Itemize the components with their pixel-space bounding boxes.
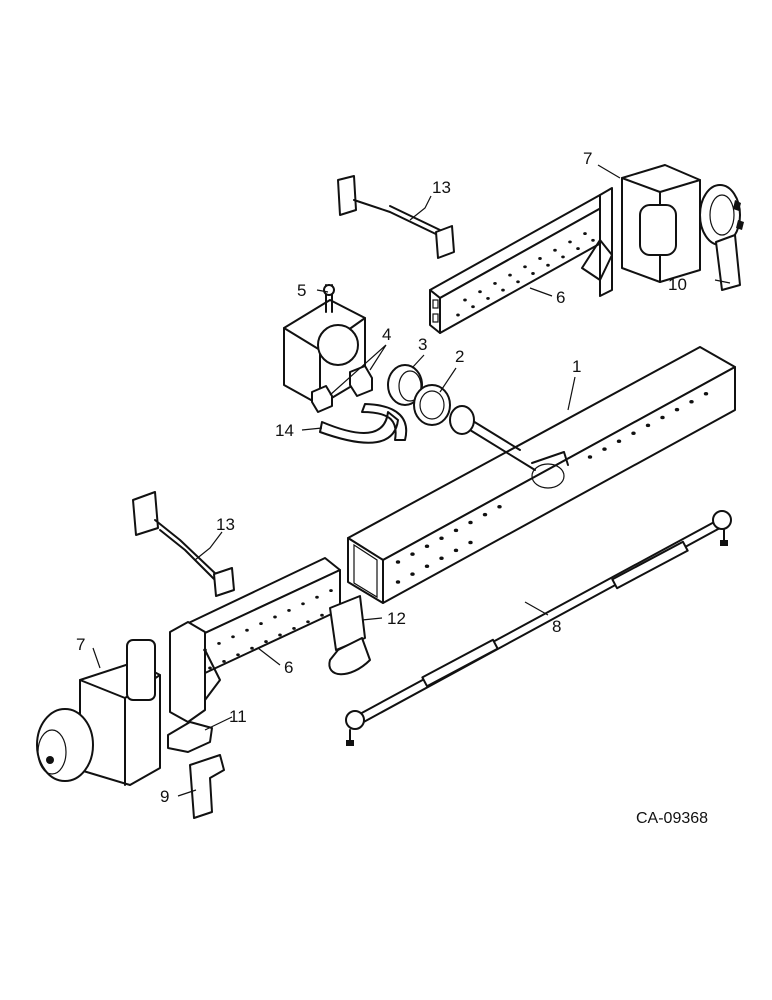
bolt-hole: [203, 648, 207, 652]
bolt-hole: [674, 407, 680, 412]
bolt-hole: [424, 564, 430, 568]
callout-9: 9: [160, 787, 169, 806]
bracket-11: [167, 721, 213, 753]
bolt-hole: [703, 392, 709, 396]
wheel-hub-lower: [36, 639, 161, 786]
bracket-10: [715, 234, 741, 291]
bolt-hole: [587, 455, 593, 459]
bolt-hole: [320, 613, 324, 617]
bolt-hole: [329, 589, 333, 593]
callout-7-lower: 7: [76, 635, 85, 654]
bolt-hole: [553, 248, 557, 252]
bolt-hole: [561, 255, 565, 259]
callout-4: 4: [382, 325, 391, 344]
bolt-hole: [456, 313, 460, 317]
callout-11: 11: [229, 707, 247, 726]
bolt-hole: [631, 431, 636, 436]
callout-10: 10: [668, 275, 687, 294]
reference-code: CA-09368: [636, 810, 708, 827]
bolt-hole: [236, 653, 240, 657]
bolt-hole: [546, 263, 550, 267]
bolt-hole: [482, 512, 488, 517]
bolt-hole: [471, 305, 475, 309]
bolt-hole: [493, 281, 497, 285]
bolt-hole: [208, 666, 212, 670]
pivot-bracket: [283, 284, 366, 406]
callout-5: 5: [297, 281, 306, 300]
bolt-hole: [583, 232, 587, 236]
bolt-hole: [287, 608, 291, 612]
steering-arm-lower: [132, 491, 235, 597]
callout-13-lower: 13: [216, 515, 235, 534]
bolt-hole: [439, 556, 444, 561]
main-axle-beam: [347, 346, 736, 604]
callout-6-lower: 6: [284, 658, 293, 677]
bracket-12: [328, 595, 371, 676]
bolt-hole: [410, 572, 415, 576]
strap-14: [319, 403, 408, 444]
bushing-and-seal: [387, 364, 451, 426]
wear-blocks: [311, 365, 373, 413]
bolt-hole: [424, 544, 430, 548]
bolt-hole: [576, 247, 580, 251]
bolt-hole: [278, 633, 282, 637]
bolt-hole: [453, 548, 459, 553]
bolt-hole: [497, 504, 502, 509]
bolt-hole: [231, 635, 235, 639]
bolt-hole: [501, 288, 505, 292]
bolt-hole: [660, 415, 665, 420]
wheel-hub-upper: [621, 164, 744, 283]
bolt-hole: [463, 298, 467, 302]
bolt-hole: [273, 615, 277, 619]
bolt-hole: [301, 602, 305, 606]
bolt-hole: [531, 272, 535, 275]
bolt-hole: [645, 423, 651, 428]
bolt-hole: [516, 280, 520, 284]
bolt-hole: [264, 640, 268, 644]
callout-14: 14: [275, 421, 294, 440]
bolt-hole: [478, 290, 482, 294]
callout-6-upper: 6: [556, 288, 565, 307]
callout-13-upper: 13: [432, 178, 451, 197]
bolt-hole: [292, 626, 296, 630]
bolt-hole: [591, 238, 595, 242]
bolt-hole: [439, 536, 444, 541]
bolt-hole: [259, 622, 263, 626]
leader-lines: [92, 164, 731, 797]
bolt-hole: [395, 560, 401, 564]
bracket-9: [189, 754, 225, 819]
callout-labels: 1 2 3 4 5 6 6 7 7 8 9 10 11 12 13 13 14: [76, 149, 687, 806]
callout-12: 12: [387, 609, 406, 628]
bolt-hole: [222, 659, 226, 663]
bolt-hole: [616, 439, 622, 443]
bolt-hole: [250, 646, 254, 650]
callout-2: 2: [455, 347, 464, 366]
callout-1: 1: [572, 357, 581, 376]
bolt-hole: [523, 265, 527, 269]
tie-rod: [345, 510, 732, 746]
bolt-hole: [468, 540, 473, 545]
bolt-hole: [486, 296, 490, 300]
bolt-hole: [245, 628, 249, 632]
callout-3: 3: [418, 335, 427, 354]
bolt-hole: [468, 520, 473, 525]
axle-extension-upper: [429, 187, 613, 334]
bolt-hole: [315, 595, 319, 599]
bolt-hole: [410, 552, 415, 556]
bolt-hole: [568, 240, 572, 244]
bolt-hole: [538, 257, 542, 260]
bolt-hole: [217, 641, 221, 645]
bolt-hole: [453, 528, 459, 533]
bolt-hole: [689, 399, 694, 404]
axle-extension-lower: [169, 557, 341, 723]
callout-8: 8: [552, 617, 561, 636]
bolt-hole: [602, 447, 607, 451]
bolt-hole: [395, 580, 401, 584]
steering-arm-upper: [337, 175, 455, 259]
bolt-hole: [306, 620, 310, 624]
bolt-hole: [508, 273, 512, 277]
callout-7-upper: 7: [583, 149, 592, 168]
